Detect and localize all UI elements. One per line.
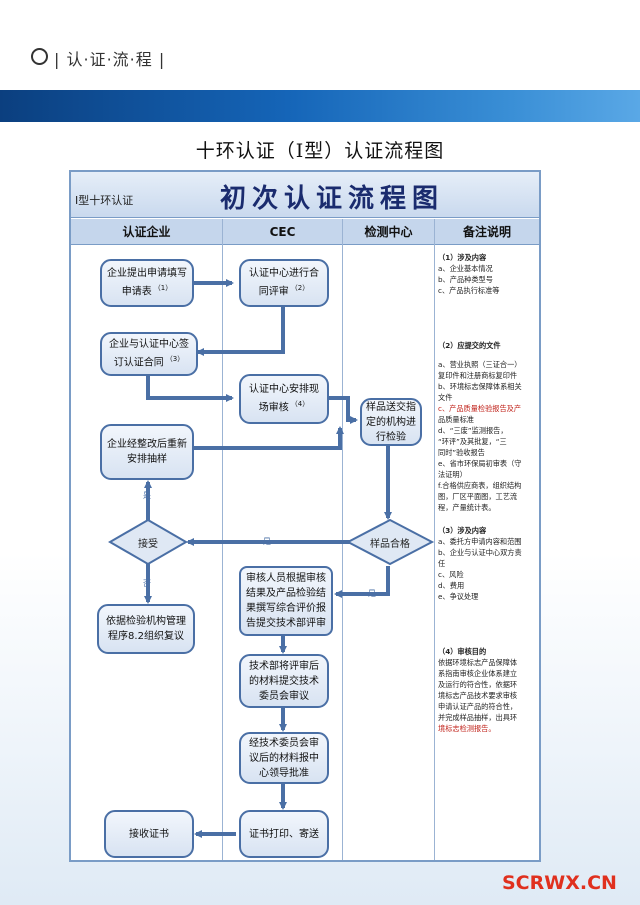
arrow-review-to-sign (196, 306, 285, 356)
note-line: “环评”及其批复，“三 (438, 437, 507, 446)
note-line: 图，厂区平面图，工艺流 (438, 492, 518, 501)
step-send-sample: 样品送交指定的机构进行检验 (360, 398, 422, 446)
edge-label-no: 否 (143, 579, 151, 588)
note-line: d、费用 (438, 581, 465, 590)
note-line: 文件 (438, 393, 453, 402)
note-line: a、委托方申请内容和范围 (438, 537, 522, 546)
edge-label-yes: 是 (368, 589, 376, 598)
column-divider (222, 219, 223, 860)
note-line: 系指南审核企业体系建立 (438, 669, 518, 678)
note-block-1: （1）涉及内容 a、企业基本情况 b、产品种类型号 c、产品执行标准等 (438, 252, 538, 296)
note-block-4: （4）审核目的 依据环境标志产品保障体 系指南审核企业体系建立 及运行的符合性，… (438, 646, 538, 734)
note-heading: （4）审核目的 (438, 647, 487, 656)
note-line: c、风险 (438, 570, 464, 579)
note-line: 依据环境标志产品保障体 (438, 658, 518, 667)
note-line: 申请认证产品的符合性， (438, 702, 518, 711)
note-line: 法证明） (438, 470, 467, 479)
decision-sample-ok-label: 样品合格 (370, 539, 410, 550)
decision-accept-label: 接受 (138, 539, 158, 550)
note-line: a、营业执照（三证合一） (438, 360, 522, 369)
arrow-resample-to-audit (192, 426, 344, 450)
frame-label: Ⅰ型十环认证 (75, 194, 134, 207)
step-arrange-audit: 认证中心安排现场审核（4） (239, 374, 329, 424)
step-approve: 经技术委员会审议后的材料报中心领导批准 (239, 732, 329, 784)
note-heading: （3）涉及内容 (438, 526, 487, 535)
step-committee: 技术部将评审后的材料提交技术委员会审议 (239, 654, 329, 708)
edge-label-yes: 是 (263, 537, 271, 546)
note-line: 境标志产品技术要求审核 (438, 691, 518, 700)
decision-accept (108, 518, 188, 566)
note-line: c、产品执行标准等 (438, 286, 500, 295)
note-line: b、产品种类型号 (438, 275, 493, 284)
note-line: f.合格供应商表，组织结构 (438, 481, 522, 490)
step-reinspect: 依据检验机构管理程序8.2组织复议 (97, 604, 195, 654)
note-line: 并完成样品抽样，出具环 (438, 713, 518, 722)
flowchart-heading: 初次认证流程图 (220, 184, 445, 214)
step-apply: 企业提出申请填写申请表（1） (100, 259, 194, 307)
note-line: e、省市环保局初审表（守 (438, 459, 522, 468)
note-line: 程，产量统计表。 (438, 503, 496, 512)
note-heading: （2）应提交的文件 (438, 341, 501, 350)
note-heading: （1）涉及内容 (438, 253, 487, 262)
note-line: 复印件和注册商标复印件 (438, 371, 518, 380)
step-sign-contract: 企业与认证中心签订认证合同（3） (100, 332, 198, 376)
edge-label-yes: 是 (143, 491, 151, 500)
header-band (0, 90, 640, 122)
note-line: 任 (438, 559, 446, 568)
column-header-cec: CEC (223, 219, 343, 245)
arrow-sign-to-audit (146, 374, 234, 402)
step-receive: 接收证书 (104, 810, 194, 858)
note-line: 同时”验收报告 (438, 448, 485, 457)
header-circle-icon (31, 48, 48, 65)
note-line: b、企业与认证中心双方责 (438, 548, 522, 557)
section-header: | 认·证·流·程 | (54, 50, 166, 69)
step-resample: 企业经整改后重新安排抽样 (100, 424, 194, 480)
note-line: 及运行的符合性，依据环 (438, 680, 518, 689)
step-print: 证书打印、寄送 (239, 810, 329, 858)
column-header-enterprise: 认证企业 (71, 219, 223, 245)
note-line: b、环境标志保障体系相关 (438, 382, 522, 391)
column-divider (434, 219, 435, 860)
step-review-report: 审核人员根据审核结果及产品检验结果撰写综合评价报告提交技术部评审 (239, 566, 333, 636)
page-title: 十环认证（Ⅰ型）认证流程图 (195, 140, 445, 162)
column-header-notes: 备注说明 (435, 219, 539, 245)
note-block-2: （2）应提交的文件 a、营业执照（三证合一） 复印件和注册商标复印件 b、环境标… (438, 340, 538, 513)
notes-column: （1）涉及内容 a、企业基本情况 b、产品种类型号 c、产品执行标准等 （2）应… (438, 252, 538, 734)
arrow-ok-to-report (334, 566, 390, 598)
decision-sample-ok (345, 518, 435, 566)
arrow-audit-to-sample (328, 396, 358, 424)
note-line-highlight: 境标志检测报告。 (438, 724, 496, 733)
column-divider (342, 219, 343, 860)
note-line: e、争议处理 (438, 592, 479, 601)
note-line-highlight: c、产品质量检验报告及产 (438, 404, 522, 413)
column-header-lab: 检测中心 (343, 219, 435, 245)
note-block-3: （3）涉及内容 a、委托方申请内容和范围 b、企业与认证中心双方责 任 c、风险… (438, 525, 538, 602)
note-line: 品质量标准 (438, 415, 474, 424)
note-line: a、企业基本情况 (438, 264, 493, 273)
frame-header (71, 172, 539, 218)
watermark-logo: SCRWX.CN (502, 872, 617, 894)
note-line: d、“三废”监测报告， (438, 426, 508, 435)
step-contract-review: 认证中心进行合同评审（2） (239, 259, 329, 307)
